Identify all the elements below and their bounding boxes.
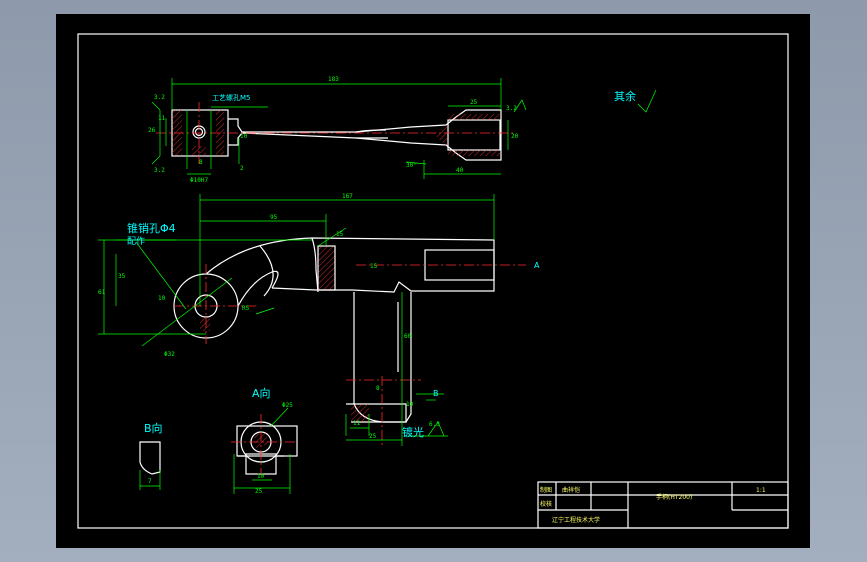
dim-7: 7 (148, 478, 152, 485)
tb-designer: 曲祥恺 (562, 486, 580, 494)
dim-10-c: 10 (406, 401, 414, 408)
drawing-border (77, 33, 789, 529)
label-rest: 其余 (614, 89, 636, 103)
tb-scale: 1:1 (756, 487, 766, 494)
dim-10-b: 10 (158, 295, 166, 302)
dim-61: 61 (98, 289, 106, 296)
dim-8: 8 (199, 159, 203, 166)
label-process-hole: 工艺螺孔M5 (212, 93, 251, 102)
top-view (151, 78, 527, 179)
label-taper-pin: 锥销孔Φ4 (127, 221, 176, 235)
label-assembly: 配作 (127, 235, 145, 247)
tb-school: 辽宁工程技术大学 (552, 516, 600, 524)
dim-15: 15 (336, 231, 344, 238)
dim-phi25: Φ25 (282, 402, 293, 409)
dim-25: 25 (369, 433, 377, 440)
dim-phi10h7: Φ10H7 (190, 177, 208, 184)
dim-167: 167 (342, 193, 353, 200)
dim-15-b: 15 (370, 263, 378, 270)
dim-10-top: 10 (240, 133, 248, 140)
front-view (98, 194, 526, 446)
roughness-mark (637, 89, 657, 113)
label-a-marker: A (534, 261, 540, 270)
dim-11: 11 (158, 115, 166, 122)
drawing-sheet[interactable]: 工艺螺孔M5 其余 锥销孔Φ4 配作 A向 B向 A B 镀光 183 25 4… (56, 14, 810, 548)
tb-part-name: 手柄(HT200) (656, 493, 692, 501)
dim-30-deg: 30° (406, 162, 417, 169)
b-view (139, 441, 161, 490)
dim-11-b: 11 (353, 420, 361, 427)
dim-3-2-a: 3.2 (154, 94, 165, 101)
dim-6-3: 6.3 (429, 421, 440, 428)
tb-checked-label: 校核 (540, 500, 552, 508)
label-b-view: B向 (144, 421, 163, 435)
dim-10-d: 10 (257, 473, 265, 480)
dim-8-b: 8 (376, 385, 380, 392)
dim-3-2-b: 3.2 (154, 167, 165, 174)
a-view (231, 407, 298, 494)
title-block (537, 481, 789, 529)
cad-drawing: 工艺螺孔M5 其余 锥销孔Φ4 配作 A向 B向 A B 镀光 183 25 4… (77, 33, 789, 529)
dim-25-top: 25 (470, 99, 478, 106)
dim-phi32: Φ32 (164, 351, 175, 358)
dim-95: 95 (270, 214, 278, 221)
dim-3-2-c: 3.2 (506, 105, 517, 112)
label-b-marker: B (433, 389, 439, 398)
dim-r5: R5 (242, 305, 250, 312)
dim-26: 26 (148, 127, 156, 134)
dim-25-b: 25 (255, 488, 263, 495)
label-polished: 镀光 (402, 425, 424, 439)
label-a-view: A向 (252, 386, 271, 400)
tb-designed-label: 制图 (540, 486, 552, 494)
dim-2: 2 (240, 165, 244, 172)
dim-35: 35 (118, 273, 126, 280)
dim-20-top: 20 (511, 133, 519, 140)
dim-60: 60 (404, 333, 412, 340)
dim-40: 40 (456, 167, 464, 174)
dim-183: 183 (328, 76, 339, 83)
